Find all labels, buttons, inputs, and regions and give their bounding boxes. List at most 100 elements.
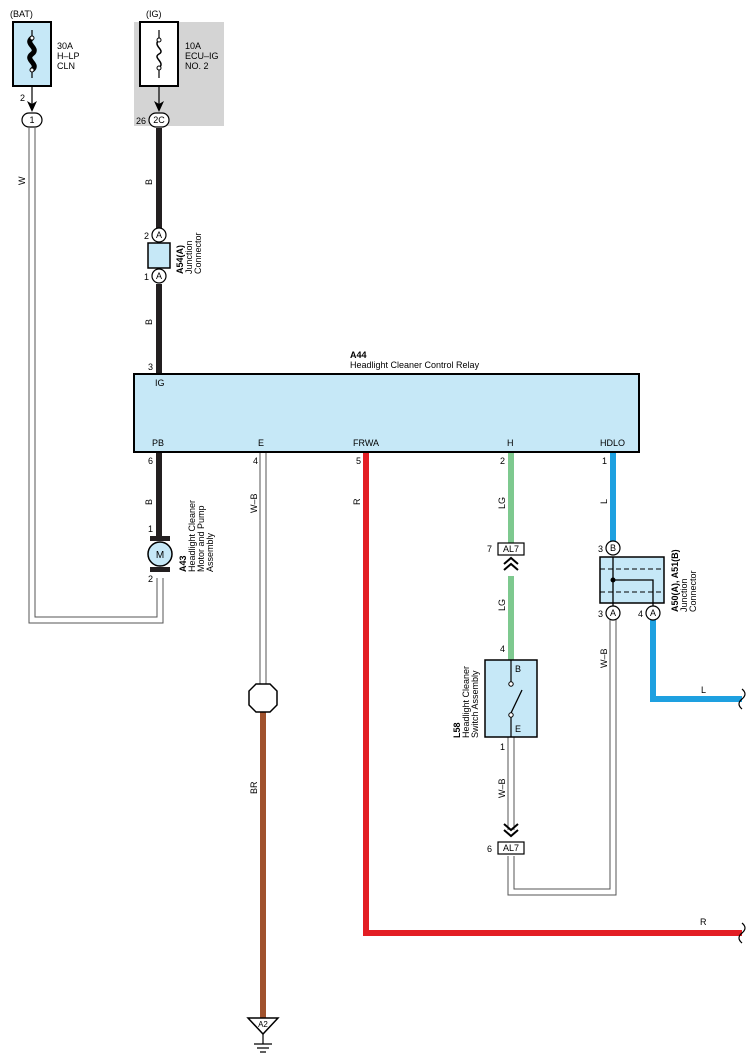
al7-lower-box (497, 841, 525, 855)
wire-label-l1: L (599, 499, 609, 504)
motor-line3: Assembly (205, 532, 215, 572)
relay-pin-frwa: 5 (356, 456, 361, 466)
ig-connector-oval (148, 112, 170, 128)
a54-letter-top: A (156, 230, 162, 240)
ig-connector-label: 2C (153, 115, 165, 125)
a50-letter-bl: A (610, 608, 616, 618)
al7-upper-label: AL7 (503, 544, 519, 554)
wire-break-l (738, 688, 746, 710)
ground-a2-label: A2 (258, 1020, 268, 1029)
wire-wb-loop-outline (507, 618, 617, 896)
wire-w (29, 128, 163, 623)
switch-pin-top: 4 (500, 644, 505, 654)
a50-pin-top-circle (605, 540, 621, 556)
ig-fuse-rating: 10A (185, 41, 201, 51)
al7-pin-lower: 6 (487, 844, 492, 854)
wire-label-br: BR (249, 781, 259, 794)
switch-line2: Switch Assembly (470, 670, 480, 738)
switch-term-e: E (515, 724, 521, 734)
a50-line2: Connector (688, 570, 698, 612)
switch-contact-top (508, 681, 514, 687)
switch-blade-icon (510, 689, 523, 714)
al7-upper-box (497, 542, 525, 556)
a50-code: A50(A), A51(B) (670, 549, 680, 612)
ground-a2-triangle (246, 1017, 280, 1036)
relay-name: Headlight Cleaner Control Relay (350, 360, 480, 370)
a50-line1: Junction (679, 578, 689, 612)
al7-upper-chevron-icon (503, 556, 519, 571)
a50-label-group: A50(A), A51(B) Junction Connector (670, 549, 698, 612)
motor-cap-bottom (150, 567, 170, 572)
wire-break-r (738, 922, 746, 944)
relay-pin-hdlo: 1 (602, 456, 607, 466)
ig-pin: 26 (136, 116, 146, 126)
switch-line1: Headlight Cleaner (461, 666, 471, 738)
a50-letter-top: B (610, 543, 616, 553)
bat-connector-oval (21, 112, 43, 128)
ground-icon (254, 1034, 272, 1053)
motor-pin-top: 1 (148, 524, 153, 534)
ig-source-label: (IG) (146, 9, 162, 19)
wire-label-wb2: W–B (599, 648, 609, 668)
motor-line2: Motor and Pump (196, 505, 206, 572)
bat-pin: 2 (20, 93, 25, 103)
ig-fuse-name1: ECU–IG (185, 51, 219, 61)
a54-pin-bottom-circle (151, 268, 167, 284)
relay-box (133, 373, 640, 453)
a54-code: A54(A) (175, 245, 185, 274)
a50-pin-br: 4 (638, 609, 643, 619)
wire-label-r1: R (352, 498, 362, 505)
a50-internal-bus (612, 557, 654, 610)
a54-pin-top-circle (151, 227, 167, 243)
wire-label-b2: B (144, 319, 154, 325)
switch-term-b: B (515, 664, 521, 674)
wire-r (363, 452, 742, 936)
wire-label-wb1: W–B (249, 493, 259, 513)
motor-code: A43 (178, 555, 188, 572)
relay-pin-pb: 6 (148, 456, 153, 466)
wire-label-r2: R (700, 917, 707, 927)
a50-letter-br: A (650, 608, 656, 618)
switch-code: L58 (452, 722, 462, 738)
bat-fuse-name1: H–LP (57, 51, 80, 61)
wire-label-l2: L (701, 685, 706, 695)
a50-splice-dot (610, 577, 616, 583)
bat-fuse-name2: CLN (57, 61, 75, 71)
a54-box (147, 242, 171, 269)
bat-fuse-rating: 30A (57, 41, 73, 51)
relay-term-pb: PB (152, 438, 164, 448)
al7-lower-chevron-icon (503, 823, 519, 838)
switch-pin-bottom: 1 (500, 742, 505, 752)
a50-pin-br-circle (645, 605, 661, 621)
a54-label-group: A54(A) Junction Connector (175, 232, 203, 274)
motor-symbol: M (156, 550, 164, 561)
a54-line1: Junction (184, 240, 194, 274)
motor-cap-top (150, 536, 170, 541)
switch-contact-bottom (508, 712, 514, 718)
relay-term-ig: IG (155, 378, 165, 388)
ig-fuse-name2: NO. 2 (185, 61, 209, 71)
relay-pin-ig: 3 (148, 362, 153, 372)
motor-line1: Headlight Cleaner (187, 500, 197, 572)
relay-term-frwa: FRWA (353, 438, 379, 448)
motor-label-group: A43 Headlight Cleaner Motor and Pump Ass… (178, 500, 215, 572)
wire-wb-loop (508, 618, 616, 895)
bat-source-label: (BAT) (10, 9, 33, 19)
al7-pin-upper: 7 (487, 544, 492, 554)
relay-code: A44 (350, 350, 367, 360)
wire-l-lower (650, 618, 742, 702)
bat-fuse-element-icon (27, 36, 37, 72)
al7-lower-label: AL7 (503, 843, 519, 853)
wire-label-lg1: LG (497, 497, 507, 509)
ig-fuse-node-top (156, 37, 162, 43)
wire-label-w: W (17, 176, 27, 185)
a50-pin-top: 3 (598, 544, 603, 554)
relay-term-h: H (507, 438, 514, 448)
relay-pin-h: 2 (500, 456, 505, 466)
a54-pin-bottom: 1 (144, 272, 149, 282)
wire-label-wb3: W–B (497, 778, 507, 798)
wire-label-b3: B (144, 499, 154, 505)
ig-fuse-element-icon (156, 39, 162, 69)
ground-node-octagon (248, 683, 278, 713)
